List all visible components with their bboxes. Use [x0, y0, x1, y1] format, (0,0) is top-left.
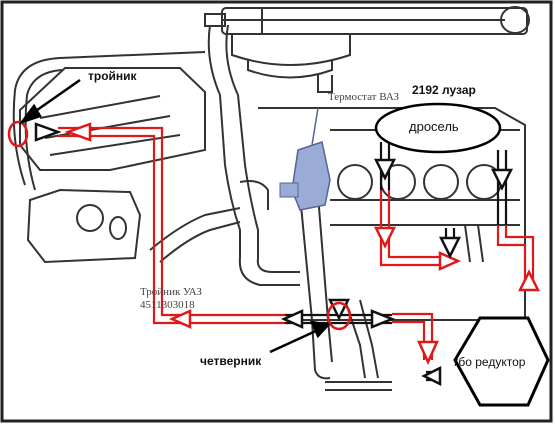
arrow-cross-left — [280, 309, 304, 329]
arrow-throttle-left — [373, 158, 397, 181]
tee-label: тройник — [88, 69, 137, 83]
arrow-cross-right — [370, 309, 396, 329]
arrow-tee-right — [34, 122, 62, 142]
cross-marker-circle — [326, 301, 352, 331]
reducer-hexagon — [453, 316, 550, 407]
arrow-reducer-left — [421, 365, 442, 387]
arrow-throttle-right — [490, 168, 514, 191]
flow-red-arrows — [64, 122, 541, 366]
thermostat-body — [279, 107, 331, 211]
arrow-down-2 — [417, 340, 439, 366]
reducer-label: гбо редуктор — [454, 355, 526, 369]
tee-uaz-label-line2: 4511303018 — [140, 299, 195, 311]
cross-label: четверник — [200, 354, 262, 368]
thermostat-label: Термостат ВАЗ — [328, 91, 400, 103]
arrow-right-1 — [438, 251, 462, 271]
arrow-down-1 — [373, 226, 397, 249]
pointer-arrows — [18, 78, 331, 354]
model-label: 2192 лузар — [412, 83, 476, 97]
engine-drawing — [12, 6, 530, 391]
arrow-left-bottom — [168, 309, 192, 329]
throttle-label: дросель — [409, 119, 459, 134]
arrow-right-down — [438, 236, 462, 259]
tee-uaz-label-line1: Тройник УАЗ — [140, 286, 202, 298]
tee-marker-circle — [7, 120, 29, 148]
arrow-up-right — [517, 269, 541, 292]
throttle-ellipse — [374, 102, 502, 154]
arrow-left-top — [64, 122, 92, 142]
